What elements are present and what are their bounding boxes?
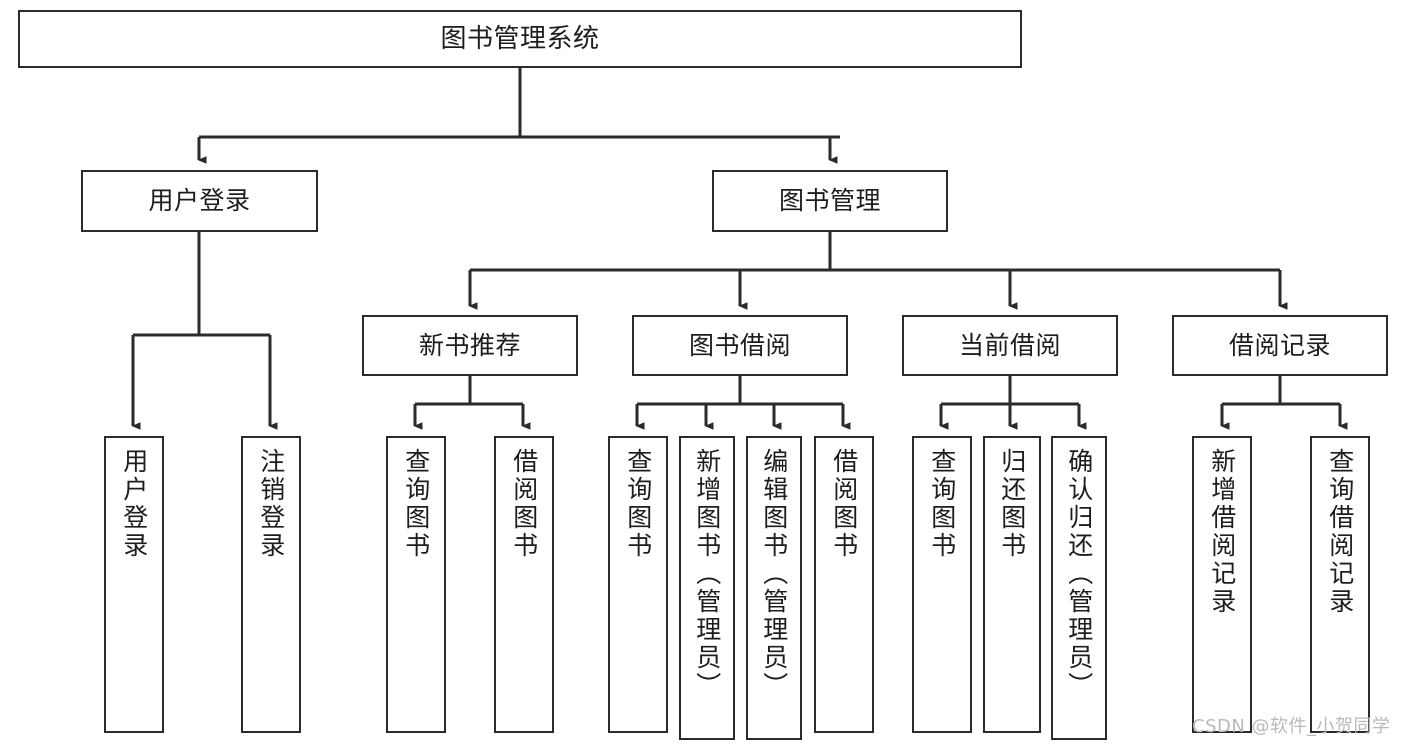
leaf-query-book-borrowing[interactable]: 查询图书 [608,436,668,733]
node-label: 查询图书 [927,448,957,560]
node-label: 查询图书 [401,448,431,560]
leaf-add-book-admin[interactable]: 新增图书（管理员） [679,436,735,740]
node-label: 借阅记录 [1228,330,1331,360]
node-borrow-records[interactable]: 借阅记录 [1172,315,1388,376]
leaf-query-borrow-record[interactable]: 查询借阅记录 [1310,436,1370,733]
node-label: 归还图书 [997,448,1027,560]
leaf-return-book[interactable]: 归还图书 [983,436,1041,733]
node-new-book-recommendation[interactable]: 新书推荐 [362,315,578,376]
leaf-confirm-return-admin[interactable]: 确认归还（管理员） [1051,436,1107,740]
node-label: 图书管理系统 [440,23,600,54]
node-label: 查询图书 [623,448,653,560]
leaf-borrow-book-recommend[interactable]: 借阅图书 [494,436,554,733]
node-label: 新书推荐 [418,330,521,360]
node-label: 图书管理 [778,186,881,216]
node-label: 当前借阅 [958,330,1061,360]
node-current-borrowing[interactable]: 当前借阅 [902,315,1118,376]
leaf-user-login[interactable]: 用户登录 [104,436,164,733]
leaf-query-book-current[interactable]: 查询图书 [912,436,972,733]
leaf-add-borrow-record[interactable]: 新增借阅记录 [1192,436,1252,733]
node-user-login[interactable]: 用户登录 [81,170,318,232]
node-label: 查询借阅记录 [1325,448,1355,616]
leaf-edit-book-admin[interactable]: 编辑图书（管理员） [746,436,802,740]
node-label: 用户登录 [148,186,251,216]
leaf-query-book-recommend[interactable]: 查询图书 [386,436,446,733]
node-label: 注销登录 [256,448,286,560]
node-label: 编辑图书（管理员） [759,448,789,700]
leaf-logout[interactable]: 注销登录 [241,436,301,733]
node-book-borrowing[interactable]: 图书借阅 [632,315,848,376]
node-label: 新增借阅记录 [1207,448,1237,616]
leaf-borrow-book-borrowing[interactable]: 借阅图书 [814,436,874,733]
node-root-system[interactable]: 图书管理系统 [18,10,1022,68]
node-label: 新增图书（管理员） [692,448,722,700]
node-label: 用户登录 [119,448,149,560]
node-label: 借阅图书 [509,448,539,560]
node-label: 图书借阅 [688,330,791,360]
node-book-management[interactable]: 图书管理 [712,170,948,232]
node-label: 借阅图书 [829,448,859,560]
node-label: 确认归还（管理员） [1064,448,1094,700]
